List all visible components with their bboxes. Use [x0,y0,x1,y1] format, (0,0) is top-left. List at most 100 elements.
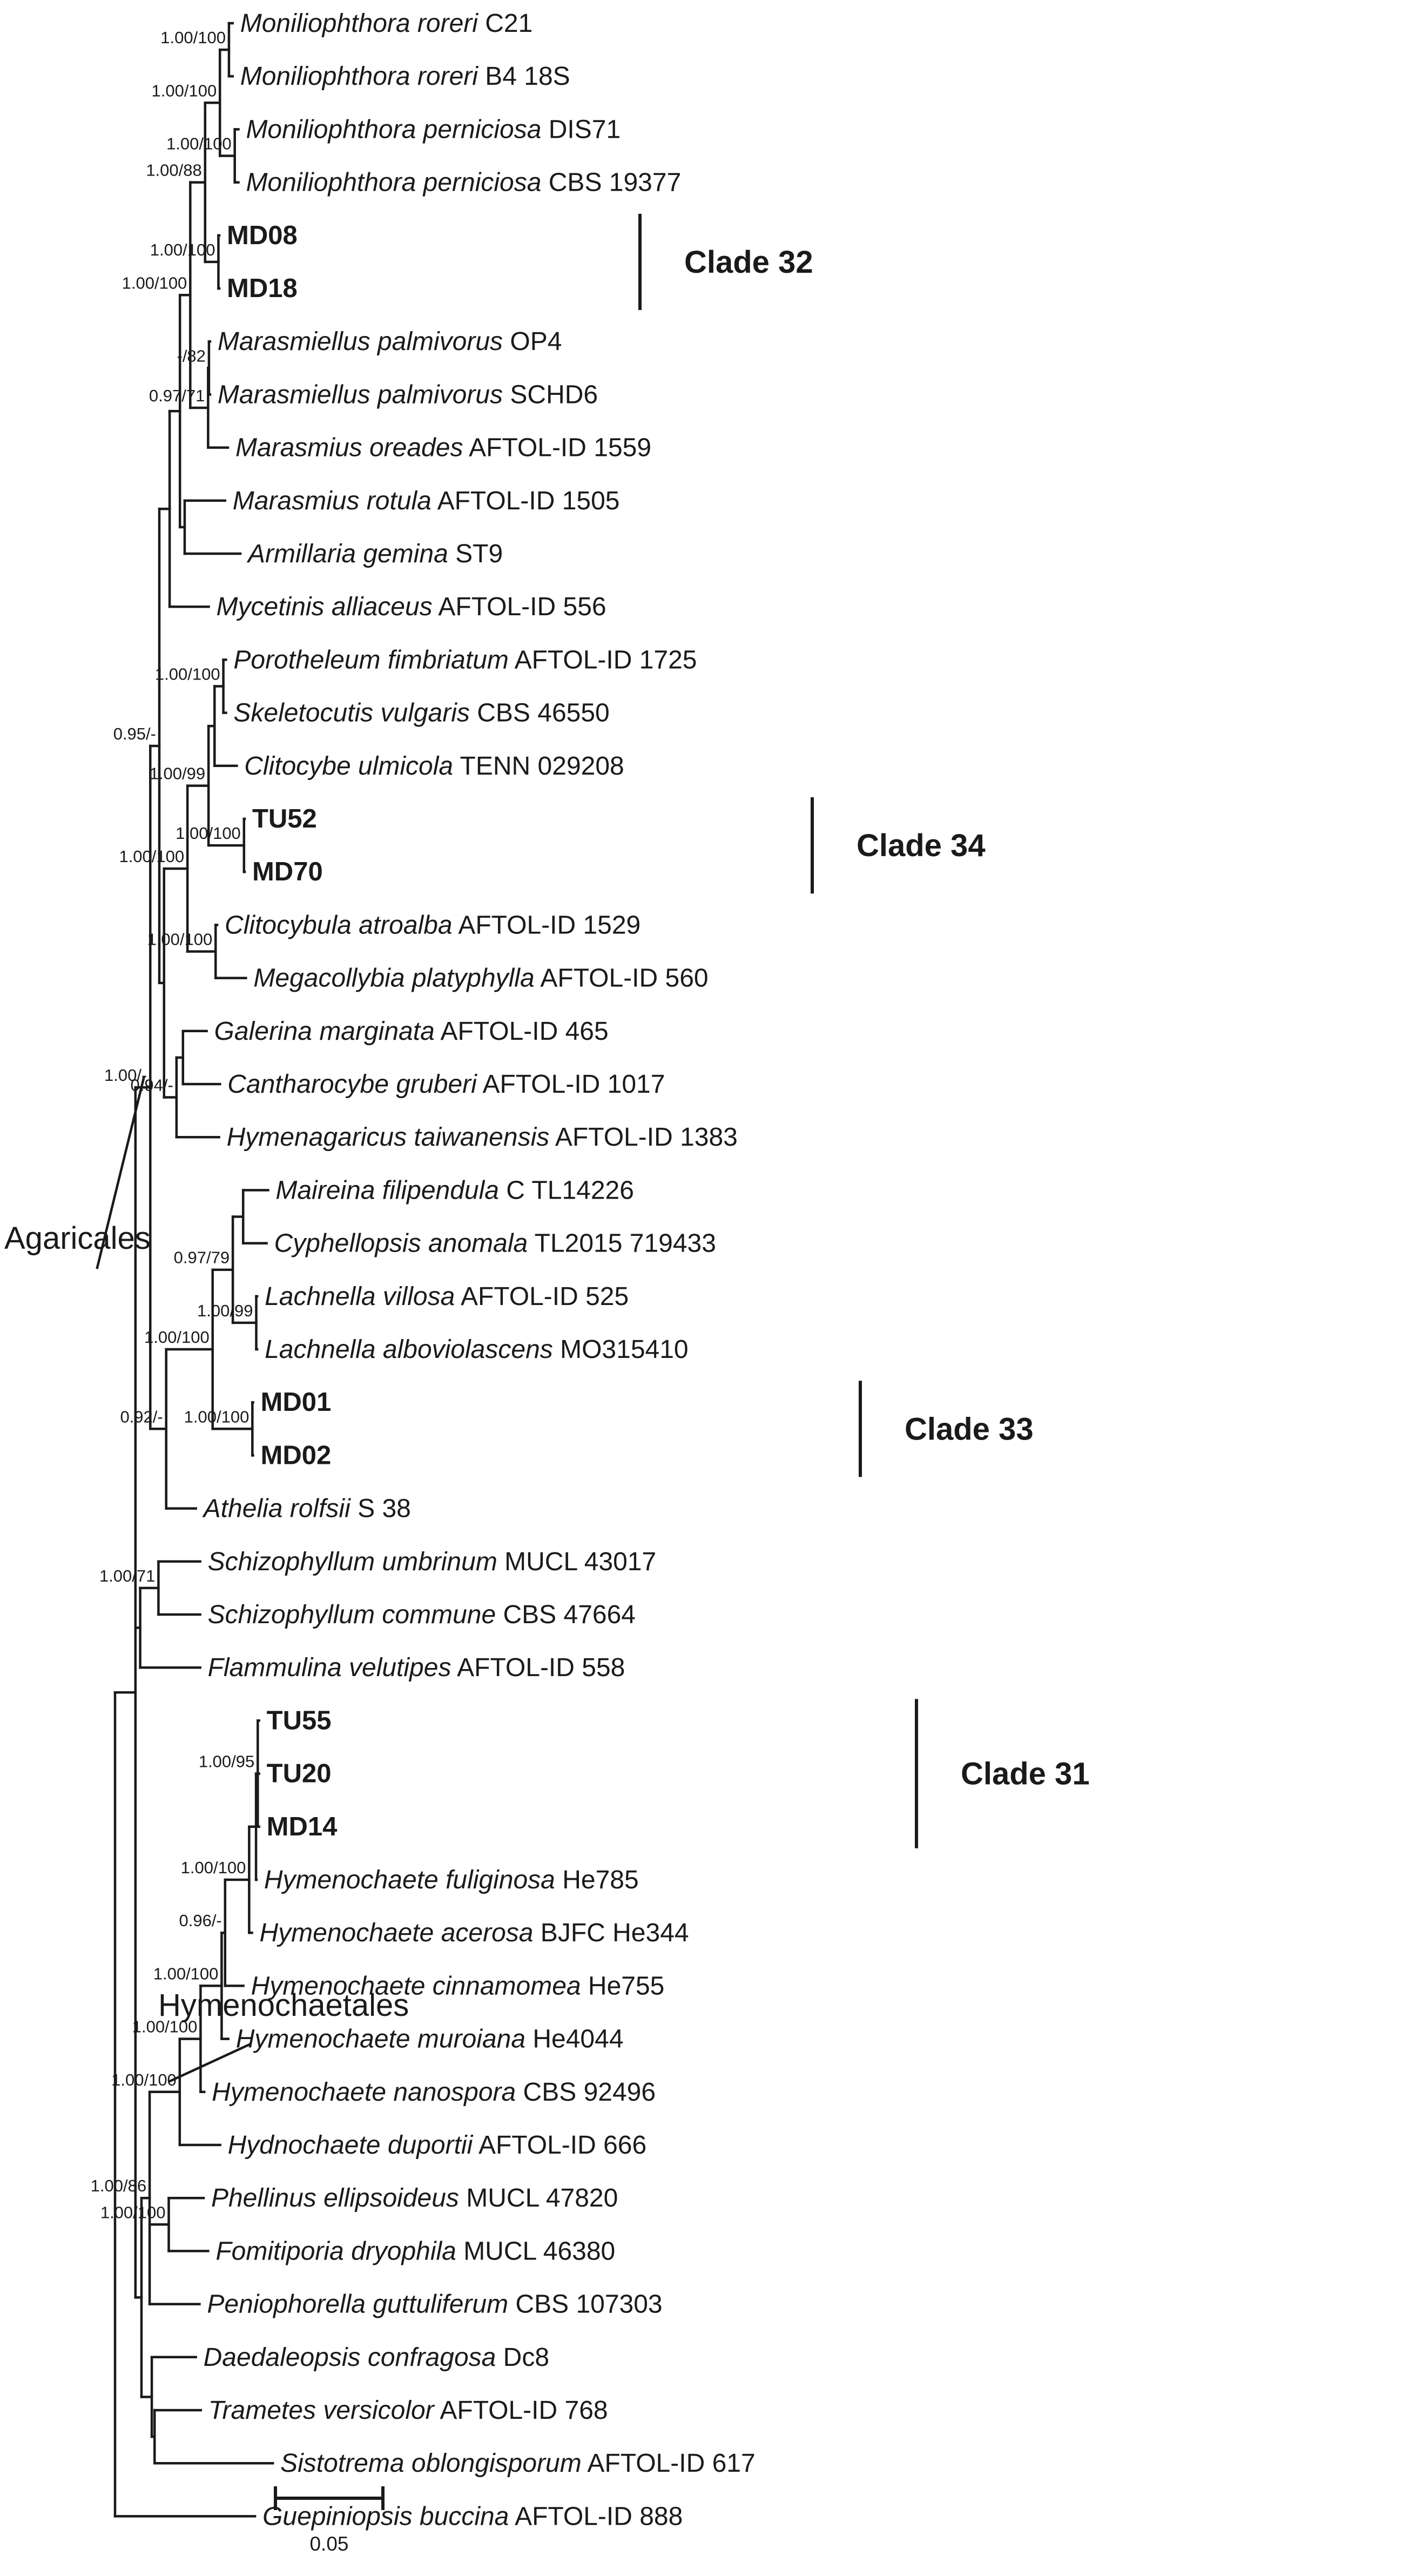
tip-label-culmicola: Clitocybe ulmicola TENN 029208 [244,752,624,781]
tip-label-part: CBS 46550 [470,699,610,728]
support-value: 1.00/100 [181,1858,246,1877]
tip-label-part: TL2015 719433 [528,1229,716,1258]
tip-label-part: Flammulina velutipes [208,1653,451,1682]
support-value: 1.00/100 [111,2070,177,2089]
tip-label-part: Lachnella villosa [265,1282,455,1311]
tip-label-lalbo: Lachnella alboviolascens MO315410 [265,1335,689,1364]
tip-label-part: Trametes versicolor [208,2396,435,2425]
tip-label-hcinnamomea: Hymenochaete cinnamomea He755 [251,1972,665,2000]
tip-label-daedaleopsis: Daedaleopsis confragosa Dc8 [204,2343,549,2372]
tip-label-part: Schizophyllum commune [208,1600,496,1629]
tip-label-part: MD18 [227,274,298,303]
support-value: 1.00/100 [132,2017,198,2036]
tip-label-cyphellopsis: Cyphellopsis anomala TL2015 719433 [274,1229,716,1258]
tip-label-part: CBS 47664 [496,1600,636,1629]
support-values: 1.00/- 0.95/- 1.00/100 1.00/88 1.00/100 1.00/… [91,28,255,2222]
tip-label-part: Hymenagaricus taiwanensis [227,1123,550,1152]
tip-label-part: MD01 [261,1388,332,1417]
tip-label-part: He755 [581,1972,665,2000]
support-value: 1.00/100 [150,240,215,259]
support-value: 1.00/99 [150,764,205,783]
tip-label-part: Clitocybula atroalba [225,911,453,939]
tip-label-part: Marasmiellus palmivorus [218,380,503,409]
support-value: 1.00/100 [166,134,232,153]
tip-label-part: Lachnella alboviolascens [265,1335,553,1364]
support-value: 1.00/88 [146,161,201,180]
tip-label-sumbrinum: Schizophyllum umbrinum MUCL 43017 [208,1548,657,1576]
tip-label-part: TU20 [267,1759,332,1788]
support-value: 0.94/- [131,1076,173,1095]
tip-label-part: MD02 [261,1441,332,1470]
support-value: 0.95/- [113,724,156,743]
tip-label-part: Phellinus ellipsoideus [211,2184,459,2212]
tip-label-part: MO315410 [553,1335,689,1364]
tip-label-mr2: Moniliophthora roreri B4 18S [240,62,570,91]
tip-label-part: AFTOL-ID 560 [535,964,709,993]
tip-label-skeletocutis: Skeletocutis vulgaris CBS 46550 [233,699,609,728]
tip-label-part: AFTOL-ID 1559 [463,434,651,462]
tip-label-peniophorella: Peniophorella guttuliferum CBS 107303 [207,2290,662,2319]
tip-label-part: Mycetinis alliaceus [217,593,433,621]
tip-label-part: AFTOL-ID 1383 [549,1123,738,1152]
tip-label-part: ST9 [448,540,503,568]
group-leader-hymenochaetales [168,2043,251,2083]
group-label-agaricales: Agaricales [4,1221,151,1256]
tip-label-part: AFTOL-ID 888 [509,2502,683,2531]
tip-label-part: TENN 029208 [453,752,624,781]
group-label-hymenochaetales: Hymenochaetales [158,1988,409,2023]
tip-label-part: Skeletocutis vulgaris [233,699,470,728]
tip-label-part: Maireina filipendula [275,1176,499,1205]
tip-label-sistotrema: Sistotrema oblongisporum AFTOL-ID 617 [280,2449,756,2478]
tip-label-part: Dc8 [496,2343,549,2372]
tip-label-part: MUCL 46380 [456,2237,615,2265]
tip-label-part: MUCL 43017 [497,1548,656,1576]
scale-bar: 0.05 [274,2486,385,2555]
tip-label-part: AFTOL-ID 525 [455,1282,629,1311]
support-value: 1.00/100 [153,1964,219,1983]
support-value: 0.96/- [179,1911,221,1930]
tip-label-lvillosa: Lachnella villosa AFTOL-ID 525 [265,1282,629,1311]
tip-label-md18: MD18 [227,274,298,303]
tip-label-part: B4 18S [478,62,570,91]
tip-label-part: CBS 92496 [516,2078,656,2107]
tip-label-part: Hymenochaete muroiana [236,2025,525,2054]
tip-label-mp1: Moniliophthora perniciosa DIS71 [246,115,621,144]
support-value: 1.00/100 [155,665,220,684]
tip-label-part: MD08 [227,221,298,250]
tip-label-part: Porotheleum fimbriatum [233,645,509,674]
tip-label-hfuliginosa: Hymenochaete fuliginosa He785 [264,1866,639,1894]
support-value: 1.00/100 [160,28,226,47]
tip-label-hacerosa: Hymenochaete acerosa BJFC He344 [260,1919,689,1947]
tip-label-scommune: Schizophyllum commune CBS 47664 [208,1600,636,1629]
support-value: 1.00/71 [99,1566,155,1585]
tip-label-part: AFTOL-ID 1017 [477,1070,665,1099]
tip-label-part: He785 [555,1866,639,1894]
tip-label-cantharocybe: Cantharocybe gruberi AFTOL-ID 1017 [227,1070,665,1099]
tip-label-hnanospora: Hymenochaete nanospora CBS 92496 [212,2078,656,2107]
tip-label-flammulina: Flammulina velutipes AFTOL-ID 558 [208,1653,625,1682]
support-value: 1.00/- [104,1066,147,1085]
tip-label-part: AFTOL-ID 666 [473,2131,646,2160]
support-value: 1.00/100 [152,81,217,100]
tip-label-hydnochaete: Hydnochaete duportii AFTOL-ID 666 [228,2131,647,2160]
tip-label-part: Schizophyllum umbrinum [208,1548,497,1576]
support-value: 1.00/100 [100,2203,166,2222]
tip-label-part: Galerina marginata [214,1017,435,1046]
tip-label-part: SCHD6 [503,380,598,409]
tip-label-part: TU55 [267,1706,332,1735]
tip-label-mairiena: Maireina filipendula C TL14226 [275,1176,634,1205]
tip-label-guepiniopsis: Guepiniopsis buccina AFTOL-ID 888 [262,2502,683,2531]
clade-label-clade-34: Clade 34 [857,828,986,863]
support-value: -/82 [177,346,206,365]
tip-label-pellipsoideus: Phellinus ellipsoideus MUCL 47820 [211,2184,618,2212]
tip-label-part: AFTOL-ID 768 [434,2396,608,2425]
support-value: 1.00/100 [147,930,213,949]
support-value: 0.97/71 [149,386,205,405]
tip-label-part: AFTOL-ID 617 [582,2449,756,2478]
tip-label-part: Peniophorella guttuliferum [207,2290,508,2319]
tip-label-part: Megacollybia platyphylla [253,964,534,993]
tip-label-tu52: TU52 [252,804,317,833]
tip-label-part: Moniliophthora perniciosa [246,115,541,144]
